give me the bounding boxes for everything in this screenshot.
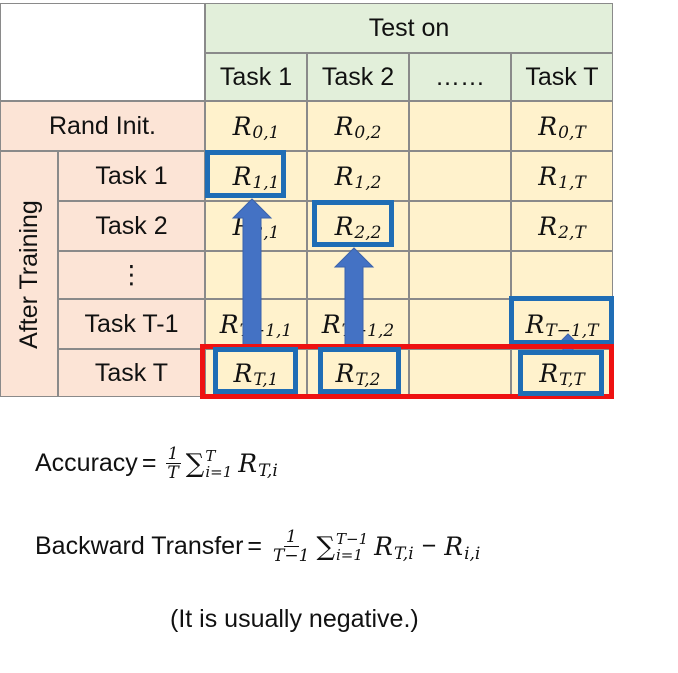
- backward-transfer-label: Backward Transfer: [35, 532, 244, 560]
- row-label-task-2: Task 2: [58, 201, 205, 251]
- accuracy-sum: ∑ T i=1: [185, 446, 233, 481]
- highlight-r-t-1: [213, 347, 298, 394]
- accuracy-equals: =: [141, 449, 157, 477]
- backward-term-2: R: [444, 532, 464, 561]
- cell-r-tm1-ellipsis: [409, 299, 511, 349]
- cell-r-t-ellipsis: [409, 349, 511, 397]
- accuracy-label: Accuracy: [35, 449, 138, 477]
- highlight-last-row: [200, 344, 614, 399]
- column-header-ellipsis: ……: [409, 53, 511, 101]
- backward-fraction: 1 T−1: [273, 527, 310, 566]
- backward-minus: −: [421, 532, 437, 560]
- accuracy-term: R: [238, 449, 258, 478]
- row-label-rand-init: Rand Init.: [0, 101, 205, 151]
- cell-r-1-ellipsis: [409, 151, 511, 201]
- highlight-r-2-2: [312, 200, 394, 247]
- column-header-task-1: Task 1: [205, 53, 307, 101]
- row-label-task-t-minus-1: Task T-1: [58, 299, 205, 349]
- highlight-r-1-1: [205, 150, 286, 198]
- row-label-task-t: Task T: [58, 349, 205, 397]
- highlight-r-tm1-t: [509, 296, 614, 345]
- cell-ellipsis-2: [307, 251, 409, 299]
- row-label-task-1: Task 1: [58, 151, 205, 201]
- backward-sum: ∑ T−1 i=1: [316, 529, 369, 564]
- cell-r-2-ellipsis: [409, 201, 511, 251]
- column-header-task-t: Task T: [511, 53, 613, 101]
- accuracy-fraction: 1 T: [165, 444, 181, 483]
- cell-r-0-ellipsis: [409, 101, 511, 151]
- highlight-r-t-2: [318, 347, 401, 394]
- cell-ellipsis-4: [511, 251, 613, 299]
- backward-equals: =: [247, 532, 263, 560]
- after-training-group: After Training: [0, 151, 58, 397]
- highlight-r-t-t: [518, 350, 604, 396]
- negative-note: (It is usually negative.): [170, 605, 419, 633]
- column-header-task-2: Task 2: [307, 53, 409, 101]
- after-training-label: After Training: [14, 199, 43, 349]
- cell-ellipsis-1: [205, 251, 307, 299]
- corner-cell: [0, 3, 205, 101]
- row-label-ellipsis: ⋮: [58, 251, 205, 299]
- cell-ellipsis-3: [409, 251, 511, 299]
- backward-term: R: [374, 532, 393, 561]
- test-on-header: Test on: [205, 3, 613, 53]
